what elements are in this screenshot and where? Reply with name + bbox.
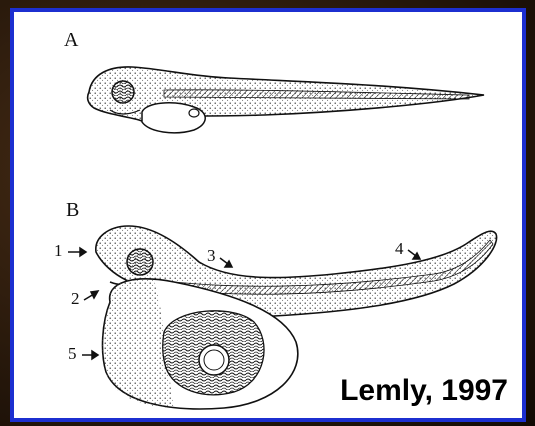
- arrow-2-head: [91, 291, 98, 298]
- callout-5: 5: [68, 344, 77, 364]
- larva-illustration: [14, 12, 522, 418]
- larva-a-oil-globule: [189, 109, 199, 117]
- citation: Lemly, 1997: [340, 374, 508, 408]
- larva-a: [88, 67, 484, 133]
- panel-label-b: B: [66, 199, 79, 222]
- larva-a-eye: [112, 81, 134, 103]
- figure-frame: A B 1 2 3 4 5 Lemly, 1997: [10, 8, 526, 422]
- arrow-5-head: [92, 351, 98, 359]
- callout-1: 1: [54, 241, 63, 261]
- panel-label-a: A: [64, 29, 78, 52]
- callout-2: 2: [71, 289, 80, 309]
- larva-a-yolk-sac: [142, 103, 205, 133]
- callout-4: 4: [395, 239, 404, 259]
- callout-3: 3: [207, 246, 216, 266]
- larva-b-eye: [127, 249, 153, 275]
- arrow-1-head: [80, 248, 86, 256]
